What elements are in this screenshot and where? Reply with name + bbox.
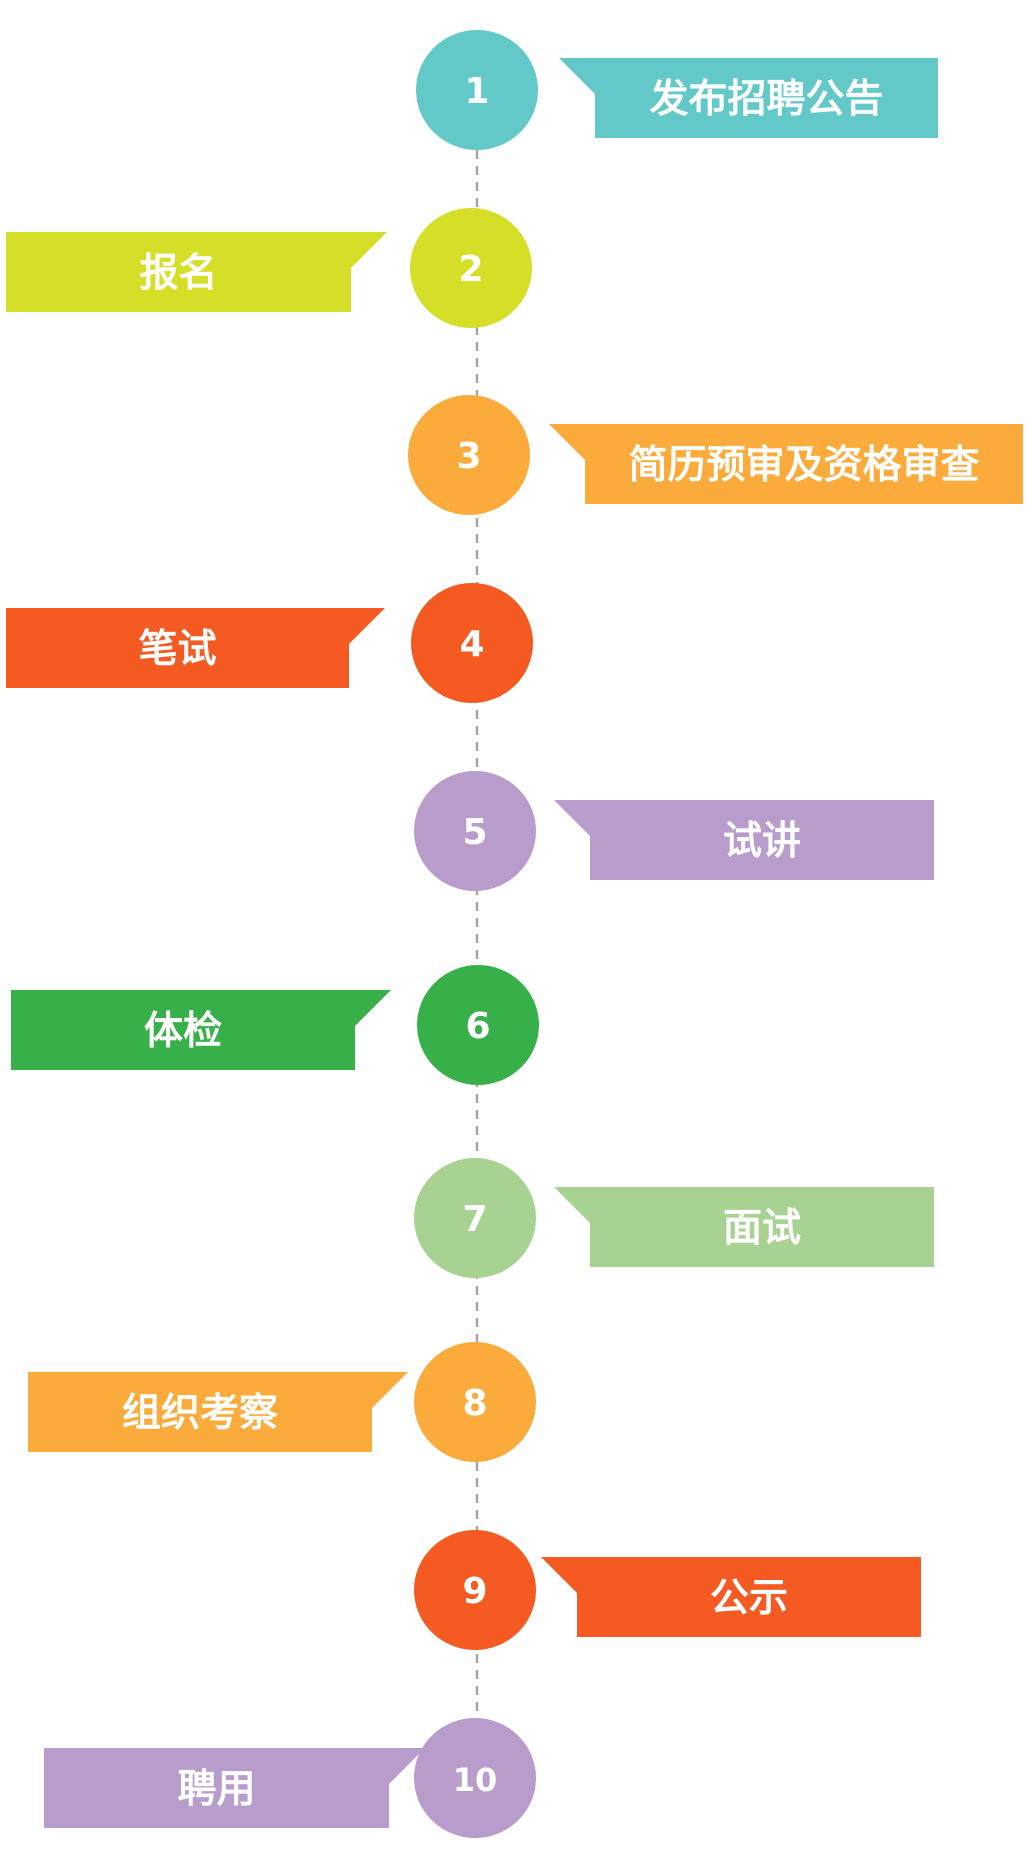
step-number: 5 xyxy=(462,812,487,853)
step-number-circle xyxy=(414,1530,536,1650)
step-5: 试讲 5 xyxy=(414,771,934,891)
step-label: 试讲 xyxy=(723,819,801,864)
step-banner xyxy=(11,990,391,1070)
step-number-circle xyxy=(416,30,538,150)
step-label: 简历预审及资格审查 xyxy=(628,443,979,488)
step-number-circle xyxy=(414,1158,536,1278)
step-1: 发布招聘公告 1 xyxy=(416,30,938,150)
step-banner xyxy=(554,1187,934,1267)
step-number-circle xyxy=(414,1342,536,1462)
step-number-circle xyxy=(417,965,539,1085)
step-banner xyxy=(554,800,934,880)
step-number: 3 xyxy=(456,436,481,477)
step-number: 10 xyxy=(453,1761,498,1799)
step-number: 4 xyxy=(459,624,484,665)
step-7: 面试 7 xyxy=(414,1158,934,1278)
step-2: 报名 2 xyxy=(6,208,532,328)
step-number: 2 xyxy=(458,249,483,290)
step-number-circle xyxy=(411,583,533,703)
step-number: 9 xyxy=(462,1571,487,1612)
step-4: 笔试 4 xyxy=(6,583,533,703)
step-label: 体检 xyxy=(144,1009,222,1054)
step-number-circle xyxy=(414,1718,536,1838)
step-banner xyxy=(6,608,385,688)
step-number: 6 xyxy=(465,1006,490,1047)
step-label: 聘用 xyxy=(177,1767,255,1812)
step-banner xyxy=(44,1748,425,1828)
step-number: 1 xyxy=(464,71,489,112)
step-number-circle xyxy=(410,208,532,328)
step-number-circle xyxy=(408,395,530,515)
step-number: 7 xyxy=(462,1199,487,1240)
step-label: 面试 xyxy=(723,1206,801,1251)
step-banner xyxy=(28,1372,408,1452)
step-label: 笔试 xyxy=(138,627,216,672)
step-9: 公示 9 xyxy=(414,1530,921,1650)
step-label: 报名 xyxy=(139,251,217,296)
step-label: 发布招聘公告 xyxy=(649,77,883,122)
step-number: 8 xyxy=(462,1383,487,1424)
step-3: 简历预审及资格审查 3 xyxy=(408,395,1023,515)
step-label: 公示 xyxy=(710,1576,788,1621)
step-number-circle xyxy=(414,771,536,891)
step-label: 组织考察 xyxy=(122,1391,278,1436)
step-banner xyxy=(549,424,1023,504)
step-6: 体检 6 xyxy=(11,965,539,1085)
step-8: 组织考察 8 xyxy=(28,1342,536,1462)
step-10: 聘用 10 xyxy=(44,1718,536,1838)
step-banner xyxy=(6,232,387,312)
step-banner xyxy=(541,1557,921,1637)
step-banner xyxy=(559,58,938,138)
